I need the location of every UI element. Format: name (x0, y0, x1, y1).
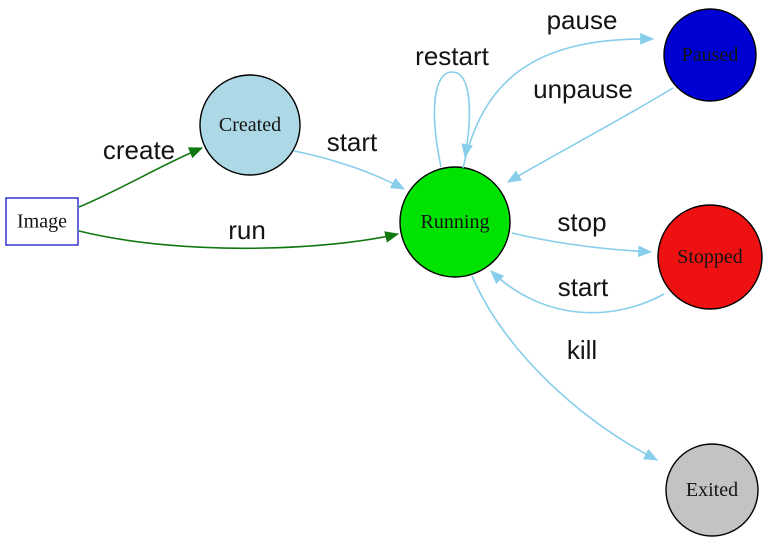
node-stopped: Stopped (657, 204, 763, 310)
edge-label-restart: restart (415, 41, 489, 71)
edges-layer: create run start restart pause unpause stop sta… (78, 5, 674, 461)
node-shape-running (399, 166, 511, 278)
node-shape-exited (665, 443, 759, 537)
node-shape-paused (663, 8, 757, 102)
edge-start-stopped (490, 270, 665, 314)
edge-start-created (293, 150, 406, 190)
edge-kill (471, 275, 659, 461)
edge-label-pause: pause (547, 5, 618, 35)
node-shape-image (5, 197, 79, 246)
node-running: Running (399, 166, 511, 278)
edge-restart (433, 71, 473, 168)
edge-label-start-created: start (327, 127, 378, 157)
edge-label-unpause: unpause (533, 74, 633, 104)
edge-label-create: create (103, 135, 175, 165)
edge-unpause (506, 87, 674, 183)
edge-stop (511, 232, 653, 258)
edge-create (78, 147, 204, 208)
node-paused: Paused (663, 8, 757, 102)
node-label-running: Running (421, 211, 490, 233)
edge-label-stop: stop (557, 207, 606, 237)
node-exited: Exited (665, 443, 759, 537)
node-shape-created (199, 74, 301, 176)
node-shape-stopped (657, 204, 763, 310)
edge-label-run: run (228, 215, 266, 245)
node-label-paused: Paused (682, 44, 739, 66)
edge-label-start-stopped: start (558, 272, 609, 302)
node-label-image: Image (17, 211, 67, 233)
node-image: Image (5, 197, 79, 246)
edge-run (78, 230, 400, 250)
node-label-stopped: Stopped (677, 246, 743, 268)
node-created: Created (199, 74, 301, 176)
edge-pause (462, 32, 655, 169)
node-label-created: Created (219, 114, 281, 136)
node-label-exited: Exited (686, 479, 738, 501)
edge-label-kill: kill (567, 335, 597, 365)
